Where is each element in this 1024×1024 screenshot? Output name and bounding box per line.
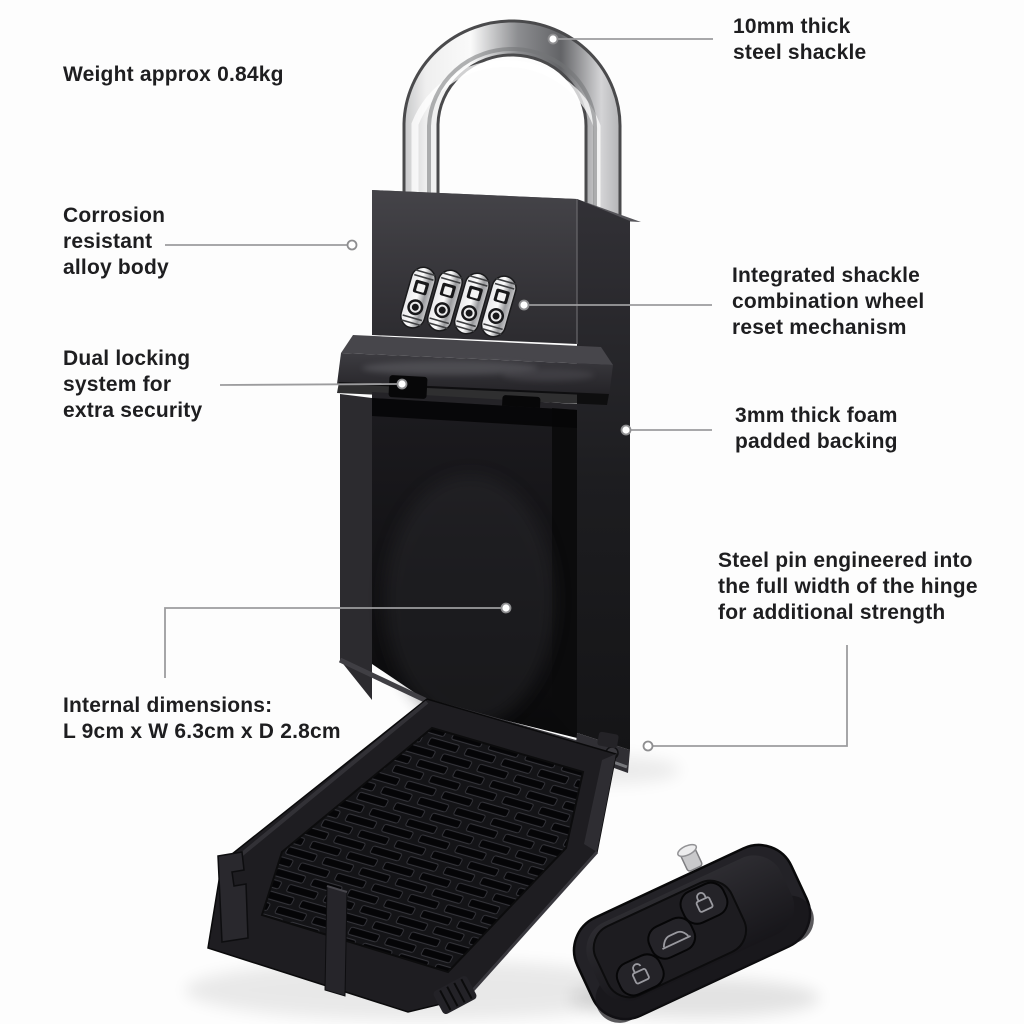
trunk-button [647,916,697,960]
lock-icon [695,892,714,913]
door-clip [433,976,477,1014]
label-internal-dimensions: Internal dimensions: L 9cm x W 6.3cm x D… [63,694,341,743]
steel-shackle [402,19,622,232]
retention-post [217,851,249,943]
latch-slot [388,375,428,399]
label-reset-mechanism: Integrated shackle combination wheel res… [732,264,925,339]
leader-dimensions [164,607,501,678]
leader-dots [346,33,654,752]
left-wall [340,394,372,700]
label-steel-shackle: 10mm thick steel shackle [733,15,867,64]
unlock-icon [631,963,650,985]
label-foam-backing: 3mm thick foam padded backing [735,404,898,453]
leader-steel-pin [653,645,848,747]
leader-locking [219,383,398,386]
lock-button [679,881,729,925]
label-weight: Weight approx 0.84kg [63,63,284,86]
leader-lines [164,38,848,747]
car-key-fob [572,843,814,1023]
car-trunk-icon [662,930,691,950]
cavity-right-wall [552,408,577,738]
unlock-button [615,953,665,997]
flip-pin [677,843,703,872]
combination-wheels [400,266,517,338]
label-dual-locking: Dual locking system for extra security [63,347,203,422]
open-door-tray [207,698,617,1014]
label-steel-pin: Steel pin engineered into the full width… [718,549,978,624]
label-alloy-body: Corrosion resistant alloy body [63,204,169,279]
divider-fin [324,885,348,997]
right-side-panel [577,199,630,750]
